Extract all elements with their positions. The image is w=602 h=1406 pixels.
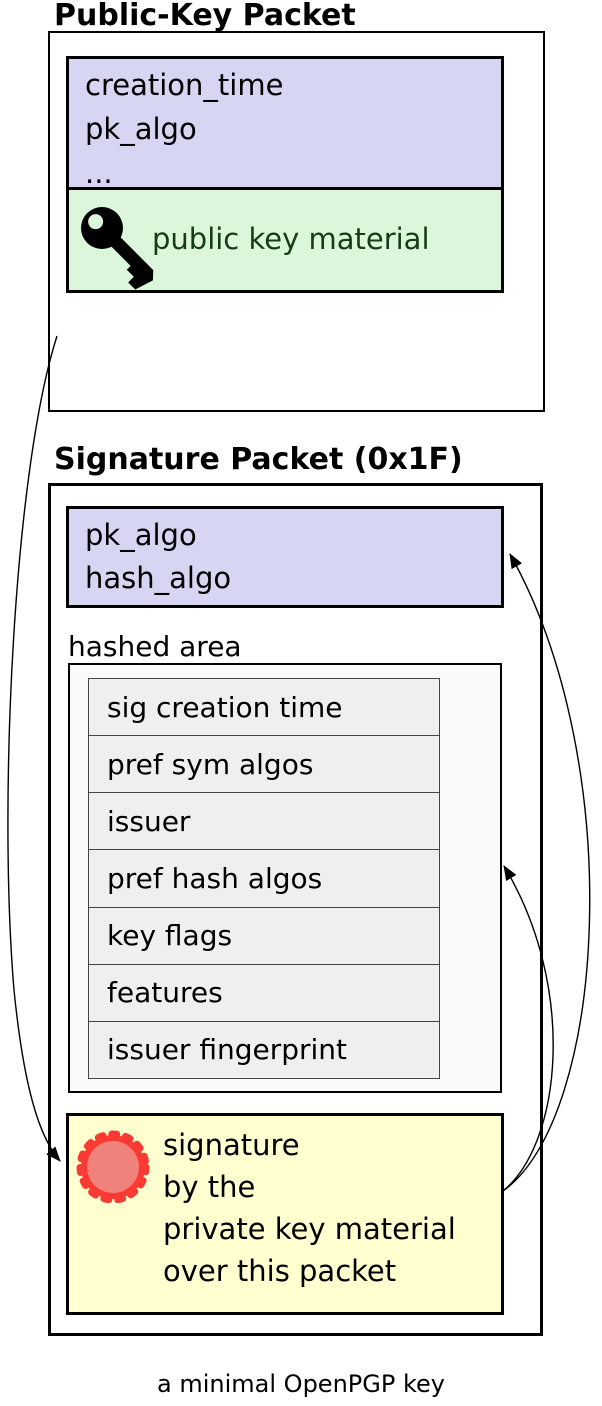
- public-key-material-label: public key material: [152, 222, 430, 256]
- signature-header-fields-box: pk_algo hash_algo: [66, 506, 504, 608]
- sig-field-hash-algo: hash_algo: [85, 561, 232, 595]
- signature-line-2: by the: [163, 1170, 256, 1204]
- signature-line-4: over this packet: [163, 1254, 397, 1288]
- sig-field-pk-algo: pk_algo: [85, 518, 197, 552]
- subpacket-row-key-flags: key flags: [89, 906, 439, 964]
- pk-field-pk-algo: pk_algo: [85, 112, 197, 146]
- subpacket-row-sig-creation-time: sig creation time: [107, 690, 343, 724]
- subpacket-row-issuer-fingerprint: issuer fingerprint: [89, 1020, 439, 1078]
- subpacket-row-features: features: [89, 963, 439, 1021]
- signature-line-3: private key material: [163, 1212, 456, 1246]
- diagram-caption: a minimal OpenPGP key: [157, 1370, 445, 1398]
- pk-field-creation-time: creation_time: [85, 68, 284, 102]
- seal-icon: [76, 1130, 150, 1204]
- subpacket-row-pref-sym-algos: pref sym algos: [89, 735, 439, 792]
- public-key-packet-title: Public-Key Packet: [54, 0, 356, 33]
- pk-field-ellipsis: ...: [85, 156, 113, 190]
- public-key-header-fields-box: creation_time pk_algo ...: [66, 56, 504, 190]
- signature-description: signature by the private key material ov…: [163, 1124, 456, 1292]
- hashed-area-label: hashed area: [68, 630, 242, 663]
- subpacket-table: sig creation time pref sym algos issuer …: [88, 678, 440, 1079]
- subpacket-row-pref-hash-algos: pref hash algos: [89, 849, 439, 906]
- signature-packet-title: Signature Packet (0x1F): [54, 442, 463, 477]
- signature-line-1: signature: [163, 1128, 300, 1162]
- key-icon: [81, 207, 154, 290]
- subpacket-row-issuer: issuer: [89, 792, 439, 849]
